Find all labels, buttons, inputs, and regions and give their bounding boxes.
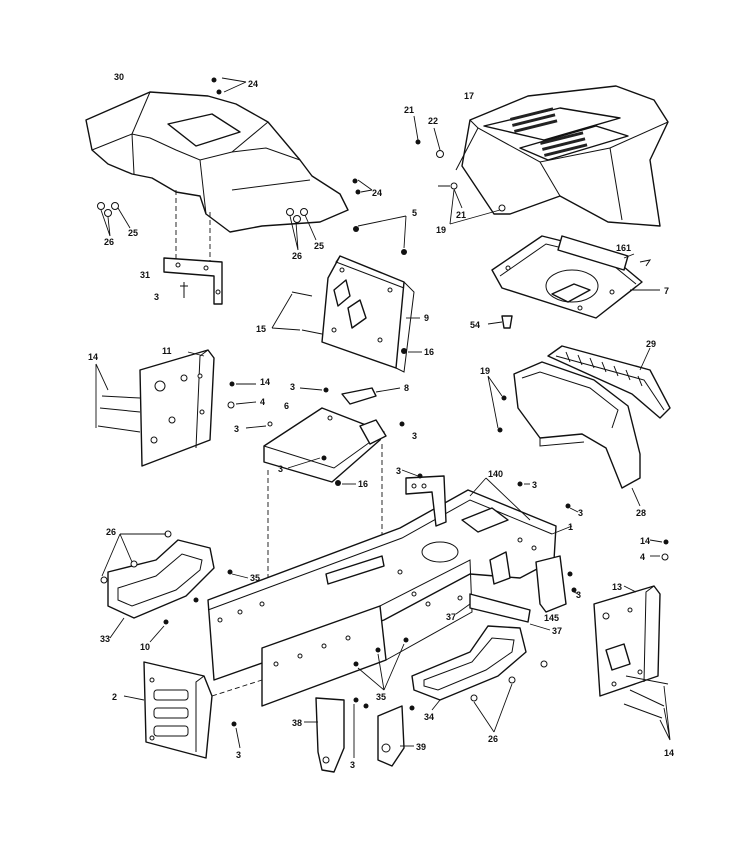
frame-holes: [217, 537, 537, 667]
callout-35: 35: [250, 573, 260, 583]
dash-28-part: [487, 361, 641, 507]
plate-2-part: [123, 661, 263, 759]
callout-19: 19: [436, 225, 446, 235]
callout-17: 17: [464, 91, 474, 101]
callout-3: 3: [532, 480, 537, 490]
callout-3: 3: [236, 750, 241, 760]
callout-33: 33: [100, 634, 110, 644]
callout-labels: 30 24 24 26 25 26 25 31 3 21 22 17 21 19…: [88, 72, 674, 770]
callout-25: 25: [128, 228, 138, 238]
bracket-38-part: [304, 697, 359, 773]
callout-26: 26: [292, 251, 302, 261]
callout-25: 25: [314, 241, 324, 251]
bracket-140-part: [401, 469, 530, 527]
rear-fender-part: [85, 91, 349, 233]
callout-14: 14: [260, 377, 270, 387]
callout-14: 14: [88, 352, 98, 362]
callout-3: 3: [412, 431, 417, 441]
bracket-39-part: [363, 703, 415, 767]
dash-panel-9-part: [271, 215, 422, 373]
callout-3: 3: [576, 590, 581, 600]
grille-29-part: [547, 345, 671, 419]
callout-145: 145: [544, 613, 559, 623]
callout-22: 22: [428, 116, 438, 126]
callout-15: 15: [256, 324, 266, 334]
callout-31: 31: [140, 270, 150, 280]
callout-28: 28: [636, 508, 646, 518]
callout-7: 7: [664, 286, 669, 296]
callout-161: 161: [616, 243, 631, 253]
callout-16: 16: [424, 347, 434, 357]
callout-39: 39: [416, 742, 426, 752]
callout-6: 6: [284, 401, 289, 411]
frame-rail-1-part: [207, 477, 579, 707]
callout-35: 35: [376, 692, 386, 702]
callout-21: 21: [404, 105, 414, 115]
callout-24: 24: [248, 79, 258, 89]
callout-19: 19: [480, 366, 490, 376]
callout-26: 26: [488, 734, 498, 744]
callout-38: 38: [292, 718, 302, 728]
callout-14: 14: [664, 748, 674, 758]
mounting-plate-7-part: [487, 235, 660, 329]
side-plate-13-part: [593, 539, 671, 741]
callout-37: 37: [446, 612, 456, 622]
callout-29: 29: [646, 339, 656, 349]
callout-3: 3: [234, 424, 239, 434]
callout-3: 3: [350, 760, 355, 770]
callout-13: 13: [612, 582, 622, 592]
callout-1: 1: [568, 522, 573, 532]
callout-9: 9: [424, 313, 429, 323]
callout-16: 16: [358, 479, 368, 489]
callout-3: 3: [154, 292, 159, 302]
hood-vent-slots: [510, 107, 588, 157]
callout-5: 5: [412, 208, 417, 218]
callout-2: 2: [112, 692, 117, 702]
callout-14: 14: [640, 536, 650, 546]
callout-4: 4: [260, 397, 265, 407]
callout-24: 24: [372, 188, 382, 198]
callout-3: 3: [278, 464, 283, 474]
callout-140: 140: [488, 469, 503, 479]
callout-3: 3: [396, 466, 401, 476]
callout-21: 21: [456, 210, 466, 220]
callout-30: 30: [114, 72, 124, 82]
callout-3: 3: [578, 508, 583, 518]
callout-54: 54: [470, 320, 480, 330]
side-plate-11-part: [95, 349, 257, 467]
callout-4: 4: [640, 552, 645, 562]
callout-37: 37: [552, 626, 562, 636]
bracket-145-part: [535, 555, 579, 613]
hood-part: [413, 85, 669, 227]
bracket-31-part: [163, 257, 223, 305]
callout-11: 11: [162, 346, 172, 356]
callout-10: 10: [140, 642, 150, 652]
callout-26: 26: [104, 237, 114, 247]
callout-34: 34: [424, 712, 434, 722]
callout-3: 3: [290, 382, 295, 392]
callout-26: 26: [106, 527, 116, 537]
callout-8: 8: [404, 383, 409, 393]
footrest-34-part: [353, 593, 551, 733]
fender-hardware: [97, 77, 373, 262]
footrest-33-part: [100, 530, 249, 643]
